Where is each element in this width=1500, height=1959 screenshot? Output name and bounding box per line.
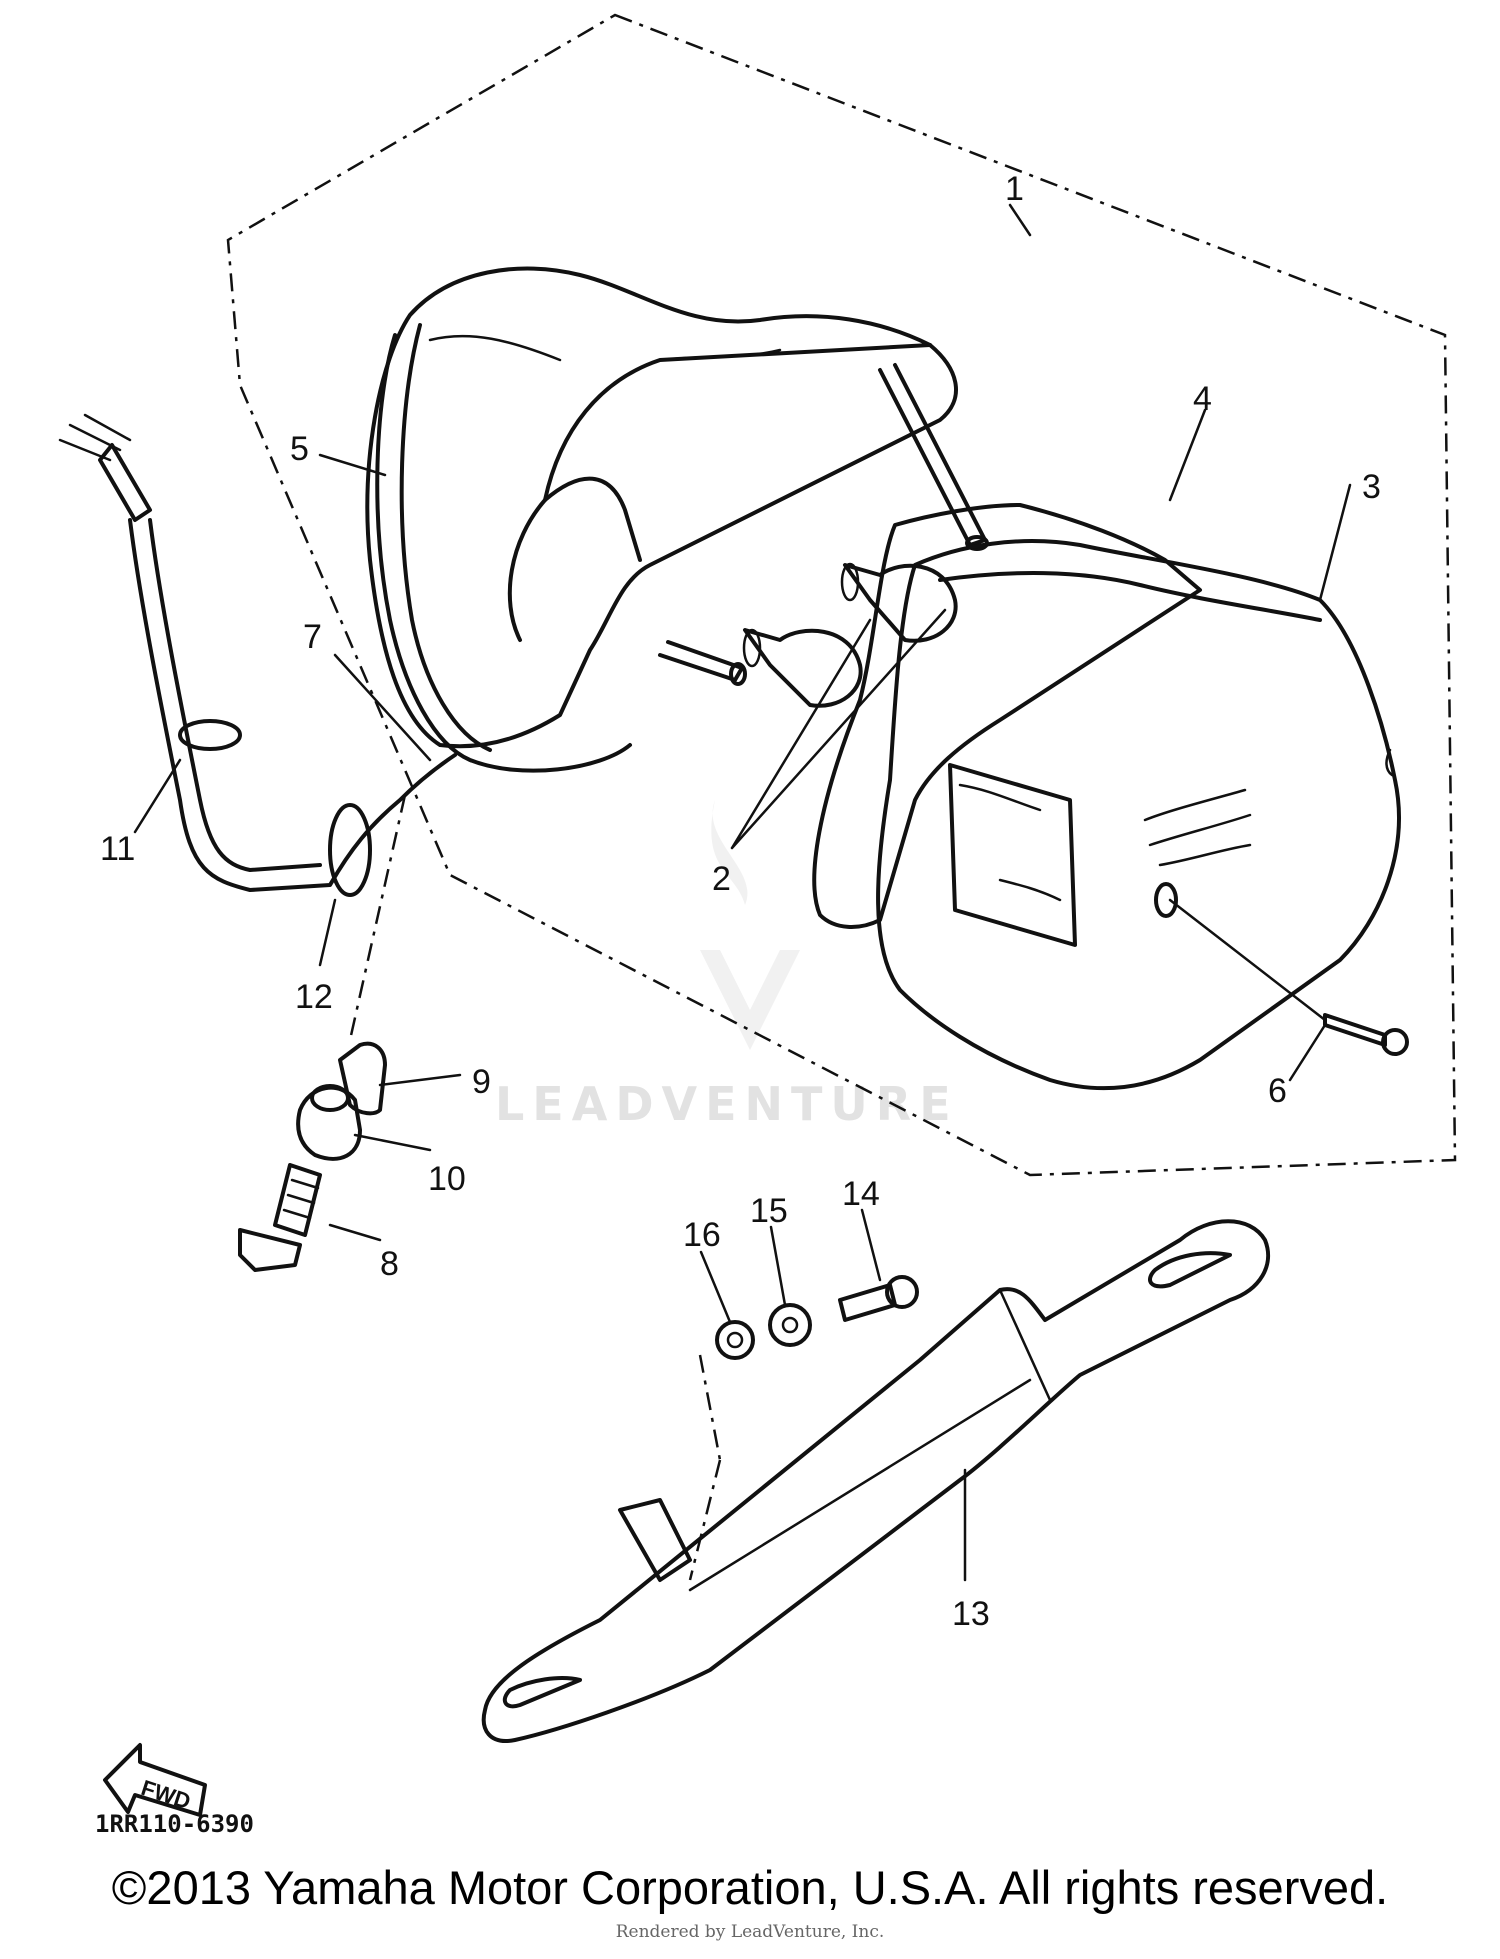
- callout-8: 8: [380, 1245, 399, 1283]
- lamp-base-housing: [365, 266, 958, 773]
- callout-11: 11: [100, 830, 135, 868]
- callout-14: 14: [842, 1175, 880, 1213]
- render-credit: Rendered by LeadVenture, Inc.: [615, 1922, 885, 1942]
- callout-2: 2: [712, 860, 731, 898]
- watermark-logo: [700, 800, 800, 1050]
- callout-12: 12: [295, 978, 333, 1016]
- lens-gasket: [812, 503, 1202, 929]
- wire-harness: [58, 413, 457, 897]
- lens-screw: [1168, 898, 1409, 1056]
- leader-lines: [133, 203, 1352, 1582]
- drawing-code: 1RR110-6390: [95, 1810, 254, 1838]
- mounting-bolt: [238, 1163, 322, 1272]
- fwd-label: FWD: [138, 1775, 193, 1814]
- callout-15: 15: [750, 1192, 788, 1230]
- spring-washer: [768, 1303, 812, 1347]
- callout-16: 16: [683, 1216, 721, 1254]
- tail-lens: [876, 539, 1401, 1091]
- callout-7: 7: [303, 618, 322, 656]
- plain-washer: [715, 1320, 755, 1360]
- callout-4: 4: [1193, 380, 1212, 418]
- callout-labels: 1 2 3 4 5 6 7 8 9 10 11 12 13 14 15 16: [100, 170, 1381, 1633]
- bracket-bolt: [838, 1275, 919, 1322]
- assembly-boundary: [226, 13, 1457, 1177]
- callout-3: 3: [1362, 468, 1381, 506]
- watermark-text: LEADVENTURE: [495, 1077, 959, 1131]
- callout-13: 13: [952, 1595, 990, 1633]
- forward-arrow-icon: FWD: [103, 1743, 207, 1817]
- callout-1: 1: [1005, 170, 1024, 208]
- callout-6: 6: [1268, 1072, 1287, 1110]
- callout-9: 9: [472, 1063, 491, 1101]
- license-plate-bracket: [481, 1219, 1271, 1743]
- callout-10: 10: [428, 1160, 466, 1198]
- damper-grommet: [296, 1084, 362, 1161]
- copyright-notice: ©2013 Yamaha Motor Corporation, U.S.A. A…: [111, 1861, 1389, 1914]
- callout-5: 5: [290, 430, 309, 468]
